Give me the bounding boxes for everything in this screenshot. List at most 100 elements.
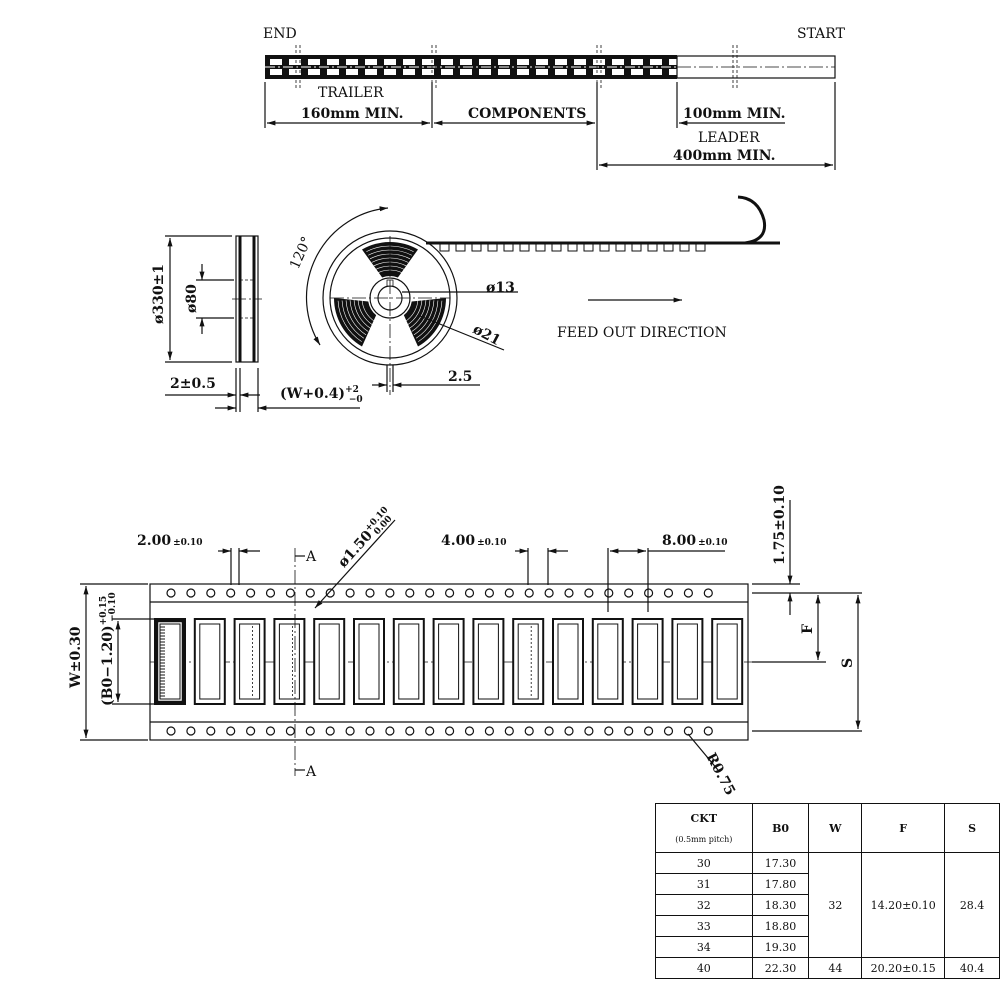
tape-window: [612, 69, 624, 75]
table-row: 34 19.30: [655, 936, 1000, 958]
reel-tape-pocket: [471, 243, 482, 252]
f-dim: F: [800, 624, 816, 634]
tape-window: [346, 69, 358, 75]
reel-tape-pocket: [567, 243, 578, 252]
sprocket-hole: [504, 726, 514, 736]
tape-window: [631, 59, 643, 65]
sprocket-hole: [604, 726, 614, 736]
hub-diameter: ø80: [184, 284, 200, 313]
spoke-angle: 120°: [287, 234, 315, 271]
cell-b0: 19.30: [751, 936, 810, 958]
spoke-hatch: [405, 299, 419, 322]
pocket-inner: [676, 623, 698, 700]
pocket-inner: [438, 623, 460, 700]
reel-tape-pocket: [583, 243, 594, 252]
sprocket-hole: [285, 588, 295, 598]
reel-tape-pocket: [599, 243, 610, 252]
reel-diameter: ø330±1: [151, 264, 167, 324]
reel-tape-pocket: [679, 243, 690, 252]
sprocket-hole: [425, 726, 435, 736]
sprocket-hole: [683, 588, 694, 598]
sprocket-hole: [305, 726, 315, 736]
cell-ckt: 30: [655, 852, 753, 874]
reel-tape-pocket: [663, 243, 674, 252]
flange-thickness: 2±0.5: [170, 376, 216, 392]
reel-width: (W+0.4)+2−0: [280, 385, 363, 405]
reel-tape-pocket: [535, 243, 546, 252]
header-f: F: [861, 803, 946, 853]
cell-s: 40.4: [944, 957, 1000, 979]
sprocket-hole: [445, 726, 455, 736]
tape-window: [669, 59, 681, 65]
tape-window: [365, 59, 377, 65]
sprocket-hole: [265, 588, 276, 598]
s-dim: S: [840, 658, 856, 668]
trailer-length: 160mm MIN.: [301, 106, 404, 122]
tape-window: [289, 69, 301, 75]
reel-tape-pocket: [647, 243, 658, 252]
tape-window: [593, 69, 605, 75]
total-length: 400mm MIN.: [673, 148, 776, 164]
sprocket-hole: [385, 726, 395, 736]
tape-window: [517, 59, 529, 65]
table-row: 30 17.30 32 14.20±0.10 28.4: [655, 852, 1000, 958]
sprocket-hole: [345, 588, 355, 598]
tape-window: [574, 69, 586, 75]
cell-ckt: 34: [655, 936, 753, 958]
pocket-inner: [239, 623, 261, 700]
trailer-label: TRAILER: [318, 85, 384, 101]
feed-direction: FEED OUT DIRECTION: [557, 325, 727, 341]
reel-spoke: [403, 298, 446, 347]
sprocket-hole: [166, 726, 176, 736]
sprocket-hole: [206, 588, 216, 598]
cell-b0: 22.30: [751, 957, 810, 979]
reel-side-view: ø330±1 ø80 2±0.5 (W+0.4)+2−0: [151, 235, 363, 412]
cell-b0: 18.80: [751, 915, 810, 937]
tape-windows: [265, 59, 681, 75]
tape-window: [650, 69, 662, 75]
header-ckt: CKT(0.5mm pitch): [655, 803, 753, 853]
sprocket-hole: [484, 726, 494, 736]
corner-radius: R0.75: [702, 750, 738, 798]
tape-window: [460, 69, 472, 75]
spoke-hatch: [418, 300, 443, 342]
tape-window: [498, 69, 510, 75]
tape-window: [346, 59, 358, 65]
tape-window: [536, 69, 548, 75]
reel-tape-pocket: [439, 243, 450, 252]
leader-length: 100mm MIN.: [683, 106, 786, 122]
cell-ckt: 32: [655, 894, 753, 916]
sprocket-hole: [604, 588, 614, 598]
tape-window: [422, 59, 434, 65]
reel-front-view: 120° ø13 ø21 2.5 FEED OUT DIRECTION: [287, 195, 780, 395]
sprocket-hole: [186, 588, 196, 598]
sprocket-hole: [624, 588, 634, 598]
reel-tape-pocket: [551, 243, 562, 252]
pocket-inner: [517, 623, 539, 700]
tape-window: [460, 59, 472, 65]
spec-table: CKT(0.5mm pitch) B0 W F S 30 17.30 32 14…: [655, 803, 1000, 979]
spoke-hatch: [413, 300, 435, 336]
sprocket-hole: [246, 726, 256, 736]
sprocket-hole: [524, 726, 534, 736]
pocket-inner: [199, 623, 221, 700]
reel-tape-pocket: [615, 243, 626, 252]
hub-inner-diameter: ø21: [470, 321, 503, 349]
tape-width: W±0.30: [68, 626, 84, 689]
table-row: 40 22.30 44 20.20±0.15 40.4: [655, 957, 1000, 979]
cell-w: 44: [808, 957, 863, 979]
pocket-length: (B0−1.20)+0.15−0.10: [99, 592, 118, 706]
tape-window: [555, 69, 567, 75]
start-label: START: [797, 26, 846, 42]
pocket-inner: [358, 623, 380, 700]
sprocket-hole: [584, 726, 594, 736]
tape-window: [650, 59, 662, 65]
pocket-component: [155, 619, 185, 704]
tape-window: [593, 59, 605, 65]
sprocket-hole: [484, 588, 494, 598]
tape-pockets-on-reel: [439, 243, 706, 252]
tape-window: [498, 59, 510, 65]
reel-tape-pocket: [487, 243, 498, 252]
tape-window: [327, 59, 339, 65]
